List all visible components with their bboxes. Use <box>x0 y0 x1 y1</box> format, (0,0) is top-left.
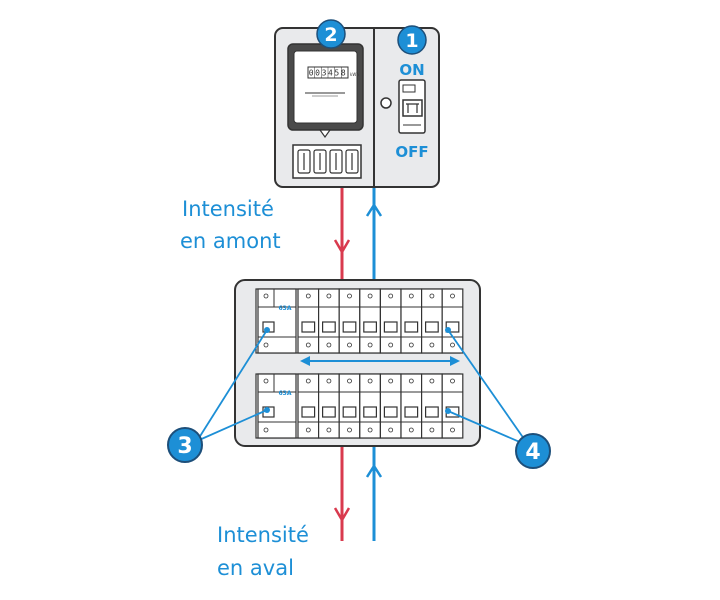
bottom-row-breaker-4-screw-bottom <box>367 427 373 433</box>
top-row-breaker-2-screw-bottom <box>326 342 332 348</box>
top-row-breaker-7-screw-top <box>429 293 435 299</box>
bottom-row-breaker-5-screw-bottom <box>388 427 394 433</box>
top-row-main-breaker <box>257 288 297 354</box>
distribution-panel: 63A 63A <box>234 279 481 447</box>
bottom-row-main-breaker-screw-top <box>263 378 269 384</box>
top-row-breaker-3-screw-bottom <box>347 342 352 348</box>
bottom-row-breaker-3-screw-bottom <box>347 427 352 433</box>
bottom-row-breaker-6-toggle <box>404 406 419 418</box>
rating-label-top: 63A <box>279 305 292 312</box>
double-arrow <box>300 356 460 366</box>
top-row-breaker-5-toggle <box>383 321 398 333</box>
meter-box: 003458 kWh <box>274 27 440 188</box>
upstream-label-line2: en amont <box>180 229 281 253</box>
pointer-3-top <box>196 329 268 442</box>
bottom-row-breaker-5-toggle <box>383 406 398 418</box>
top-row-breaker-1-screw-top <box>305 293 311 299</box>
electricity-meter: 003458 kWh <box>287 43 364 139</box>
downstream-label-line2: en aval <box>217 556 294 580</box>
top-row-breaker-2-toggle <box>322 321 336 333</box>
top-row-main-breaker-screw-bottom <box>263 342 269 348</box>
bottom-row-breaker-3-screw-top <box>347 378 352 384</box>
svg-text:1: 1 <box>405 30 418 52</box>
bottom-row-breaker-1-toggle <box>301 406 316 418</box>
main-switch: ON OFF <box>380 61 429 161</box>
top-row-breaker-7-screw-bottom <box>429 342 435 348</box>
bottom-row-breaker-4-toggle <box>363 406 377 418</box>
top-row-breaker-4-toggle <box>363 321 377 333</box>
top-row-breaker-4-screw-bottom <box>367 342 373 348</box>
svg-text:2: 2 <box>324 24 337 46</box>
bottom-row-main-breaker <box>257 373 297 439</box>
bottom-row-breaker-8-screw-top <box>450 378 455 384</box>
marker-pointers <box>196 329 530 447</box>
top-row-breaker-5-screw-bottom <box>388 342 394 348</box>
bottom-row-breaker-1-screw-top <box>305 378 311 384</box>
marker-2: 2 <box>316 19 346 49</box>
meter-face <box>293 50 358 124</box>
downstream-label-line1: Intensité <box>217 523 309 547</box>
top-row-breaker-7-toggle <box>425 321 439 333</box>
switch-top-terminal <box>402 84 416 93</box>
marker-1: 1 <box>397 25 427 55</box>
top-row-breaker-2-screw-top <box>326 293 332 299</box>
pointer-4-top <box>447 329 530 447</box>
bottom-row-breaker-2-toggle <box>322 406 336 418</box>
bottom-row-main-breaker-screw-bottom <box>263 427 269 433</box>
switch-pivot-hole <box>380 97 392 109</box>
flow-wires <box>333 186 383 541</box>
blue-arrow-lower <box>365 463 383 478</box>
rating-label-bottom: 63A <box>279 390 292 397</box>
bottom-row-breaker-6-screw-bottom <box>408 427 414 433</box>
switch-on-label: ON <box>399 61 424 79</box>
fuse-block <box>292 144 362 179</box>
bottom-row-breaker-5-screw-top <box>388 378 394 384</box>
switch-off-label: OFF <box>395 143 428 161</box>
pointer-4-bottom <box>447 410 530 447</box>
bottom-row-breaker-7-screw-bottom <box>429 427 435 433</box>
breaker-group-top <box>257 288 464 354</box>
bottom-row-breaker-7-screw-top <box>429 378 435 384</box>
switch-toggle-handle <box>406 103 419 113</box>
marker-4: 4 <box>515 433 551 469</box>
blue-arrow-upper <box>365 202 383 217</box>
svg-text:4: 4 <box>525 440 540 465</box>
bottom-row-breaker-7-toggle <box>425 406 439 418</box>
top-row-main-breaker-screw-top <box>263 293 269 299</box>
meter-reading: 003458 <box>309 69 348 78</box>
marker-3: 3 <box>167 427 203 463</box>
top-row-breaker-1-toggle <box>301 321 316 333</box>
bottom-row-breaker-3-toggle <box>342 406 357 418</box>
red-arrow-upper <box>333 239 351 255</box>
top-row-breaker-1-screw-bottom <box>305 342 311 348</box>
top-row-breaker-5-screw-top <box>388 293 394 299</box>
top-row-breaker-6-toggle <box>404 321 419 333</box>
bottom-row-breaker-1-screw-bottom <box>305 427 311 433</box>
pointer-3-bottom <box>196 409 268 442</box>
bottom-row-breaker-6-screw-top <box>408 378 414 384</box>
meter-unit: kWh <box>350 72 359 77</box>
bottom-row-breaker-8-screw-bottom <box>450 427 455 433</box>
switch-toggle <box>402 99 423 117</box>
top-row-breaker-8-screw-bottom <box>450 342 455 348</box>
top-row-breaker-3-screw-top <box>347 293 352 299</box>
bottom-row-breaker-2-screw-top <box>326 378 332 384</box>
meter-pointer <box>318 129 332 139</box>
top-row-breaker-8-toggle <box>445 321 460 333</box>
top-row-breaker-6-screw-bottom <box>408 342 414 348</box>
bottom-row-breaker-2-screw-bottom <box>326 427 332 433</box>
bottom-row-breaker-4-screw-top <box>367 378 373 384</box>
top-row-breaker-6-screw-top <box>408 293 414 299</box>
breaker-group-bottom <box>257 373 464 439</box>
upstream-label-line1: Intensité <box>182 197 274 221</box>
fuses <box>297 149 359 174</box>
top-row-breaker-4-screw-top <box>367 293 373 299</box>
top-row-breaker-8-screw-top <box>450 293 455 299</box>
counter-cells <box>314 67 342 78</box>
top-row-breaker-3-toggle <box>342 321 357 333</box>
red-arrow-lower <box>333 507 351 523</box>
pointer-dots <box>264 327 451 414</box>
svg-text:3: 3 <box>177 434 192 459</box>
